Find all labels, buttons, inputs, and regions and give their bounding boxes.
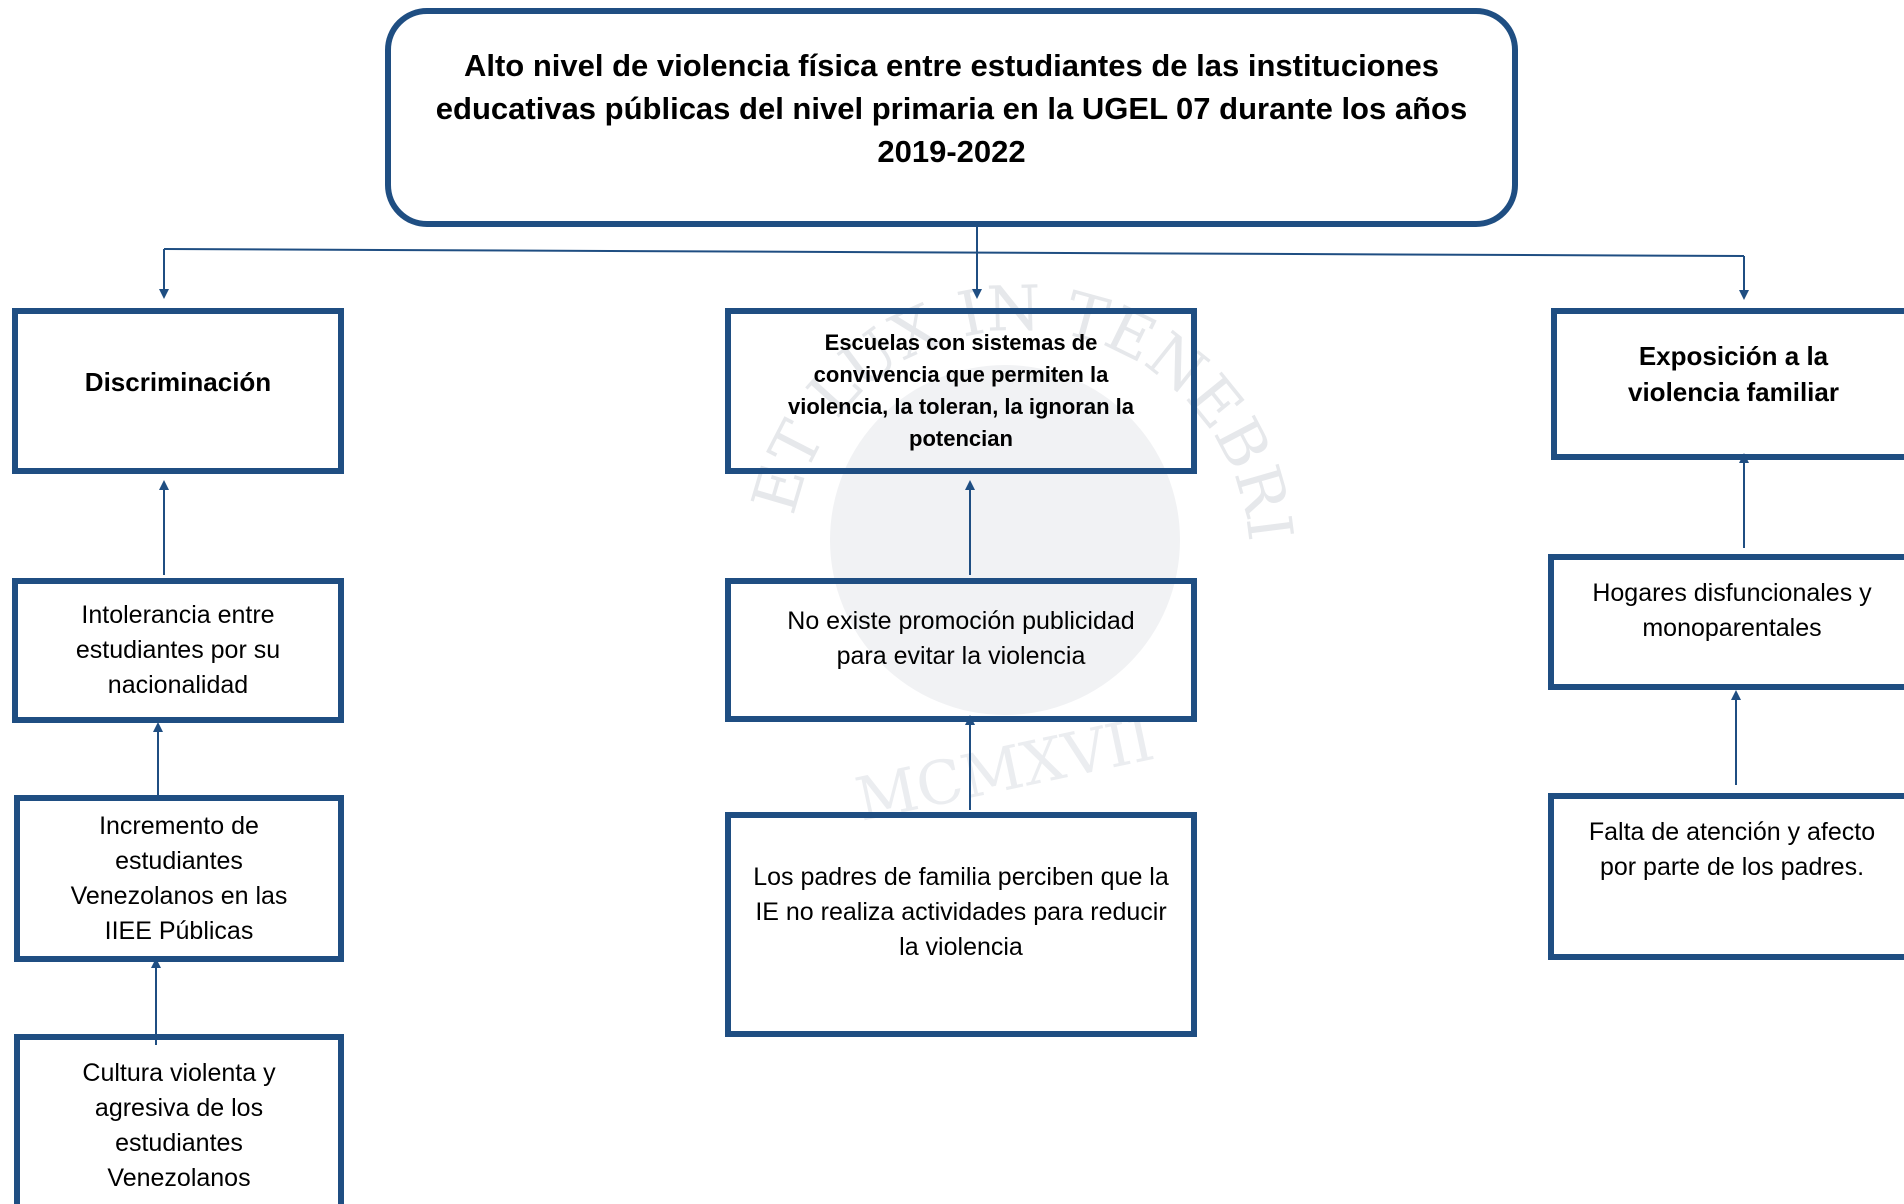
cause-left-sub2-text: Incremento de estudiantes Venezolanos en…: [70, 811, 288, 945]
subcause-box-no-promotion: No existe promoción publicidad para evit…: [725, 578, 1197, 722]
cause-left-main-text: Discriminación: [84, 367, 272, 397]
cause-box-discrimination: Discriminación: [12, 308, 344, 474]
cause-right-sub2-text: Falta de atención y afecto por parte de …: [1588, 818, 1876, 881]
cause-box-family-violence: Exposición a la violencia familiar: [1551, 308, 1904, 460]
cause-right-sub1-text: Hogares disfuncionales y monoparentales: [1592, 579, 1872, 642]
subcause-box-violent-culture: Cultura violenta y agresiva de los estud…: [14, 1034, 344, 1204]
subcause-box-venezuelan-increase: Incremento de estudiantes Venezolanos en…: [14, 795, 344, 962]
subcause-box-lack-of-attention: Falta de atención y afecto por parte de …: [1548, 793, 1904, 960]
subcause-box-parents-perception: Los padres de familia perciben que la IE…: [725, 812, 1197, 1037]
subcause-box-dysfunctional-homes: Hogares disfuncionales y monoparentales: [1548, 554, 1904, 690]
problem-box: Alto nivel de violencia física entre est…: [385, 8, 1518, 227]
cause-right-main-text: Exposición a la violencia familiar: [1628, 341, 1839, 407]
connector-horizontal-bar: [163, 248, 1745, 257]
subcause-box-intolerance: Intolerancia entre estudiantes por su na…: [12, 578, 344, 723]
cause-left-sub3-text: Cultura violenta y agresiva de los estud…: [82, 1059, 276, 1192]
cause-box-school-systems: Escuelas con sistemas de convivencia que…: [725, 308, 1197, 474]
problem-text: Alto nivel de violencia física entre est…: [435, 48, 1468, 169]
cause-center-sub1-text: No existe promoción publicidad para evit…: [787, 607, 1135, 670]
cause-center-main-text: Escuelas con sistemas de convivencia que…: [788, 330, 1134, 451]
cause-left-sub1-text: Intolerancia entre estudiantes por su na…: [75, 601, 281, 699]
cause-center-sub2-text: Los padres de familia perciben que la IE…: [753, 863, 1169, 961]
